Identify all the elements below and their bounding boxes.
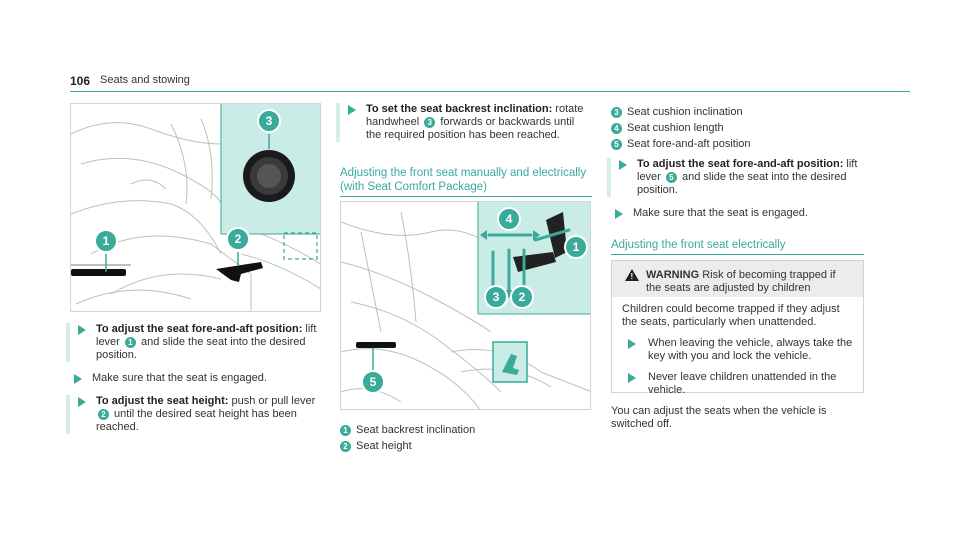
- step-engaged: Make sure that the seat is engaged.: [70, 372, 321, 385]
- step-text: rotate handwheel: [366, 103, 584, 128]
- seat-comfort-illustration: 1 2 3 4 5: [340, 201, 591, 410]
- callout-4: 4: [497, 207, 521, 231]
- step-title: To adjust the seat height:: [96, 395, 229, 407]
- legend-text: Seat height: [356, 440, 412, 452]
- callout-3: 3: [257, 109, 281, 133]
- legend-item: 4 Seat cushion length: [611, 122, 864, 135]
- callout-1: 1: [94, 229, 118, 253]
- right-legend: 3 Seat cushion inclination 4 Seat cushio…: [611, 106, 864, 154]
- step-text: When leaving the vehicle, always take th…: [648, 337, 853, 362]
- svg-text:2: 2: [235, 232, 242, 246]
- legend-text: Seat fore-and-aft position: [627, 138, 751, 150]
- left-column-steps: To adjust the seat fore-and-aft position…: [66, 323, 321, 444]
- callout-badge: 3: [611, 107, 622, 118]
- warning-box: ! WARNING Risk of becoming trapped if th…: [611, 260, 864, 396]
- callout-badge: 5: [611, 139, 622, 150]
- subheading-manual-electric: Adjusting the front seat manually and el…: [340, 166, 592, 197]
- subheading-line: Adjusting the front seat manually and el…: [340, 167, 587, 179]
- subheading-electric: Adjusting the front seat electrically: [611, 238, 864, 255]
- warning-text: Children could become trapped if they ad…: [622, 303, 840, 328]
- seat-lever-illustration: 1 2 3: [70, 103, 321, 312]
- step-text: Make sure that the seat is engaged.: [633, 207, 808, 219]
- legend-item: 2 Seat height: [340, 440, 592, 453]
- step-arrow-icon: [619, 160, 627, 170]
- svg-text:1: 1: [103, 234, 110, 248]
- svg-text:4: 4: [506, 212, 513, 226]
- warning-headline: Risk of becoming trapped if the seats ar…: [646, 269, 836, 294]
- warning-header: ! WARNING Risk of becoming trapped if th…: [612, 261, 863, 297]
- warning-step: Never leave children unattended in the v…: [622, 371, 853, 397]
- closing-paragraph: You can adjust the seats when the vehicl…: [611, 405, 864, 431]
- step-arrow-icon: [74, 374, 82, 384]
- callout-badge: 1: [124, 337, 136, 348]
- step-title: To adjust the seat fore-and-aft position…: [637, 158, 844, 170]
- middle-column-step: To set the seat backrest inclination: ro…: [336, 103, 592, 152]
- step-engaged: Make sure that the seat is engaged.: [611, 207, 864, 220]
- page-header: 106 Seats and stowing: [70, 72, 910, 92]
- step-text: push or pull lever: [228, 395, 316, 407]
- step-height: To adjust the seat height: push or pull …: [66, 395, 321, 434]
- legend-text: Seat cushion inclination: [627, 106, 743, 118]
- step-arrow-icon: [348, 105, 356, 115]
- step-fore-aft: To adjust the seat fore-and-aft position…: [66, 323, 321, 362]
- callout-5: 5: [361, 370, 385, 394]
- svg-text:2: 2: [519, 290, 526, 304]
- warning-step: When leaving the vehicle, always take th…: [622, 337, 853, 363]
- callout-badge: 3: [424, 117, 436, 128]
- step-text: Never leave children unattended in the v…: [648, 371, 837, 396]
- closing-text: You can adjust the seats when the vehicl…: [611, 405, 827, 430]
- step-text: until the desired seat height has been r…: [96, 408, 297, 433]
- legend-text: Seat cushion length: [627, 122, 724, 134]
- warning-body: Children could become trapped if they ad…: [612, 297, 863, 397]
- step-backrest: To set the seat backrest inclination: ro…: [336, 103, 592, 142]
- section-title: Seats and stowing: [100, 74, 190, 86]
- callout-1: 1: [564, 235, 588, 259]
- svg-text:1: 1: [573, 240, 580, 254]
- step-fore-aft: To adjust the seat fore-and-aft position…: [607, 158, 864, 197]
- step-text: and slide the seat into the desired posi…: [96, 336, 306, 361]
- callout-badge: 1: [340, 425, 351, 436]
- callout-badge: 2: [98, 409, 109, 420]
- step-text: lift lever: [637, 158, 858, 183]
- step-arrow-icon: [78, 397, 86, 407]
- step-arrow-icon: [628, 373, 636, 383]
- warning-label: WARNING: [646, 269, 700, 281]
- middle-legend: 1 Seat backrest inclination 2 Seat heigh…: [340, 424, 592, 456]
- right-column-steps: To adjust the seat fore-and-aft position…: [607, 158, 864, 230]
- step-arrow-icon: [628, 339, 636, 349]
- callout-2: 2: [510, 285, 534, 309]
- step-title: To adjust the seat fore-and-aft position…: [96, 323, 303, 335]
- page-number: 106: [70, 74, 91, 88]
- callout-3: 3: [484, 285, 508, 309]
- step-text: Make sure that the seat is engaged.: [92, 372, 267, 384]
- svg-text:5: 5: [370, 375, 377, 389]
- step-text: lift lever: [96, 323, 317, 348]
- step-title: To set the seat backrest inclination:: [366, 103, 553, 115]
- warning-triangle-icon: [625, 269, 639, 281]
- subheading-line: (with Seat Comfort Package): [340, 181, 488, 193]
- legend-item: 3 Seat cushion inclination: [611, 106, 864, 119]
- callout-badge: 2: [340, 441, 351, 452]
- callout-2: 2: [226, 227, 250, 251]
- step-text: and slide the seat into the desired posi…: [637, 171, 847, 196]
- step-text: forwards or backwards until the required…: [366, 116, 575, 141]
- callout-badge: 4: [611, 123, 622, 134]
- svg-text:3: 3: [493, 290, 500, 304]
- subheading-line: Adjusting the front seat electrically: [611, 239, 786, 251]
- step-arrow-icon: [615, 209, 623, 219]
- legend-text: Seat backrest inclination: [356, 424, 476, 436]
- step-arrow-icon: [78, 325, 86, 335]
- callout-badge: 5: [665, 172, 677, 183]
- svg-text:3: 3: [266, 114, 273, 128]
- legend-item: 1 Seat backrest inclination: [340, 424, 592, 437]
- legend-item: 5 Seat fore-and-aft position: [611, 138, 864, 151]
